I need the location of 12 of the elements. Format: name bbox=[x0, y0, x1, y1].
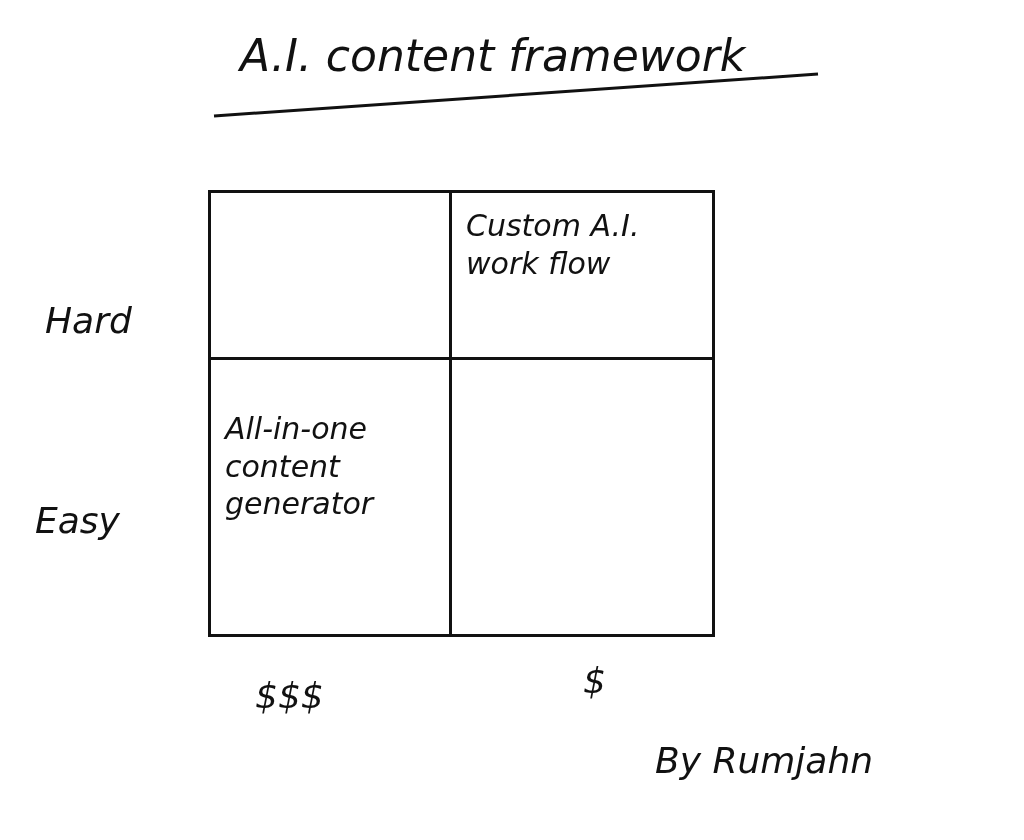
author-signature: By Rumjahn bbox=[655, 740, 874, 781]
axis-label: Easy bbox=[35, 500, 120, 541]
quadrant-cell bbox=[449, 190, 715, 360]
axis-label: Hard bbox=[45, 300, 132, 341]
diagram-title: A.I. content framework bbox=[240, 30, 746, 81]
axis-label: $ bbox=[583, 660, 606, 701]
empty-quadrant-cell bbox=[449, 357, 715, 637]
axis-label: $$$ bbox=[255, 675, 324, 716]
quadrant-label: All-in-one content generator bbox=[225, 410, 376, 523]
quadrant-cell bbox=[208, 357, 452, 637]
empty-quadrant-cell bbox=[208, 190, 452, 360]
quadrant-label: Custom A.I. work flow bbox=[466, 207, 641, 282]
